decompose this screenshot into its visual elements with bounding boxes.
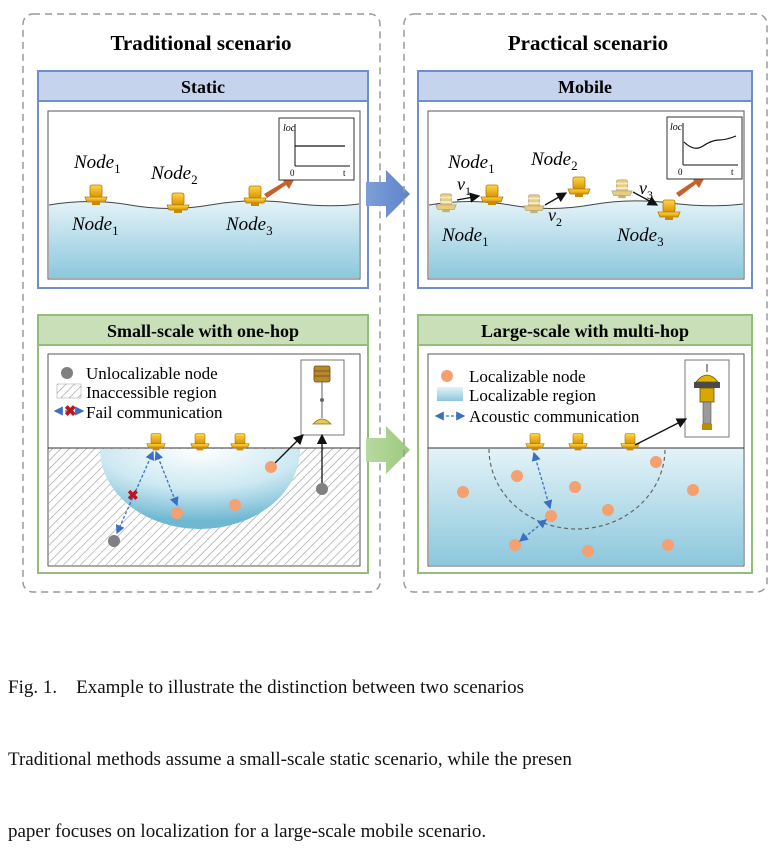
localizable-node (662, 539, 674, 551)
inaccessible-legend-icon (56, 383, 82, 399)
communication-range-arc (488, 448, 666, 530)
small-scale-panel-header (37, 314, 369, 346)
practical-scenario-frame (403, 13, 768, 593)
static-panel: Static Node1 Node2 Node1 Node3 (37, 70, 369, 289)
practical-scenario-title: Practical scenario (508, 31, 668, 55)
svg-text:0: 0 (678, 167, 683, 177)
figure-caption: Fig. 1. Example to illustrate the distin… (8, 628, 770, 868)
localizable-region-legend-icon (437, 387, 463, 401)
anchor-device-image (300, 359, 345, 436)
fail-cross-icon: ✖ (127, 489, 139, 504)
static-panel-title: Static (181, 77, 225, 97)
motion-arrow-icon (264, 176, 296, 198)
mobile-water (429, 200, 743, 278)
large-scale-panel-header (417, 314, 753, 346)
svg-text:t: t (731, 167, 734, 177)
legend-acoustic: Acoustic communication (469, 407, 640, 426)
localizable-node (511, 470, 523, 482)
localizable-node (650, 456, 662, 468)
localizable-node (569, 481, 581, 493)
traditional-scenario-frame (22, 13, 381, 593)
mobile-panel: Mobile v1 v2 v3 Node1 (417, 70, 753, 289)
small-scale-panel: Small-scale with one-hop Unlocalizable n… (37, 314, 369, 574)
static-water (49, 200, 359, 278)
static-panel-header (37, 70, 369, 102)
unlocalizable-node (108, 535, 120, 547)
localizable-node (545, 510, 557, 522)
legend-inaccessible: Inaccessible region (86, 383, 217, 402)
legend-localizable-node: Localizable node (469, 367, 586, 386)
localizable-node (582, 545, 594, 557)
node-label: Node1 (71, 214, 119, 238)
node-label: Node1 (447, 152, 495, 176)
large-scale-panel: Large-scale with multi-hop Localizable n… (417, 314, 753, 574)
unlocalizable-node (316, 483, 328, 495)
node-label: Node2 (530, 149, 578, 173)
node-label: Node3 (616, 225, 664, 249)
localizable-node (171, 507, 183, 519)
motion-arrow-icon (676, 175, 706, 197)
svg-text:loc: loc (670, 122, 683, 133)
practical-scenario-group: Practical scenario Mobile v1 v2 (403, 13, 768, 593)
static-location-inset: loc 0 t (278, 117, 355, 181)
localizable-node-legend-icon (441, 370, 453, 382)
svg-text:loc: loc (283, 123, 296, 134)
legend-fail: Fail communication (86, 403, 223, 422)
localizable-node (509, 539, 521, 551)
caption-line-1: Fig. 1. Example to illustrate the distin… (8, 677, 525, 698)
small-to-large-arrow (366, 426, 410, 474)
velocity-label: v1 (457, 174, 471, 198)
node-label: Node1 (73, 152, 121, 176)
svg-text:0: 0 (290, 168, 295, 178)
traditional-scenario-title: Traditional scenario (110, 31, 291, 55)
legend-unlocalizable: Unlocalizable node (86, 364, 218, 383)
large-scale-panel-title: Large-scale with multi-hop (481, 321, 689, 341)
mobile-panel-title: Mobile (558, 77, 612, 97)
localizable-node (229, 499, 241, 511)
static-to-mobile-arrow (366, 170, 410, 218)
mobile-panel-header (417, 70, 753, 102)
localizable-node (457, 486, 469, 498)
caption-line-2: Traditional methods assume a small-scale… (8, 749, 572, 770)
velocity-label: v3 (639, 178, 653, 202)
unlocalizable-node-legend-icon (61, 367, 73, 379)
localizable-node (602, 504, 614, 516)
localizable-node (687, 484, 699, 496)
svg-text:t: t (343, 168, 346, 178)
mobile-device-image (684, 359, 730, 438)
small-scale-panel-title: Small-scale with one-hop (107, 321, 299, 341)
mobile-location-inset: loc 0 t (666, 116, 743, 180)
scenario-comparison-figure: Traditional scenario Static Node1 Node2 … (22, 13, 768, 593)
node-label: Node1 (441, 225, 489, 249)
caption-line-3: paper focuses on localization for a larg… (8, 821, 487, 842)
legend-localizable-region: Localizable region (469, 386, 596, 405)
traditional-scenario-group: Traditional scenario Static Node1 Node2 … (22, 13, 381, 593)
localizable-node (265, 461, 277, 473)
velocity-label: v2 (548, 205, 562, 229)
node-label: Node3 (225, 214, 273, 238)
fail-cross-icon: ✖ (64, 404, 77, 420)
node-label: Node2 (150, 163, 198, 187)
